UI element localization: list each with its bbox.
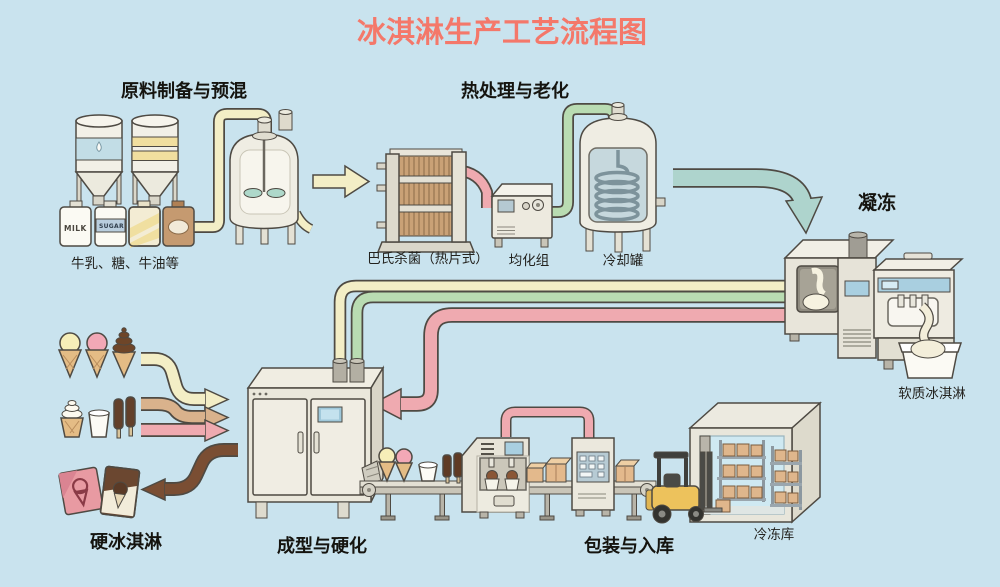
filling-machine: [461, 437, 530, 519]
brown-package: [99, 465, 141, 519]
pasteurizer: [376, 148, 476, 253]
forklift-seat: [663, 473, 681, 488]
cooling-coil: [594, 150, 640, 222]
mix-transfer-pipes: [333, 279, 795, 421]
forming-hardening-heading: 成型与硬化: [277, 535, 367, 557]
freezer-swirl: [811, 267, 826, 297]
homogenizer-screen: [497, 199, 515, 213]
arrow-to-freezing: [673, 168, 824, 235]
filling-machine-screen: [504, 441, 524, 456]
sugar-band: [131, 136, 179, 147]
cup-flow-arrow: [141, 418, 230, 443]
pasteurizer-plates: [398, 155, 453, 237]
storage-rack-right: [770, 446, 802, 510]
soft-serve-cup: [60, 400, 84, 438]
cabinet-door-right: [310, 398, 366, 496]
package-flow-arrow: [140, 443, 238, 502]
hard-ice-cream-caption: 硬冰淇淋: [90, 531, 162, 553]
cartoning-machine: [571, 437, 615, 517]
forklift-roof: [653, 451, 689, 459]
cooling-tank-caption: 冷却罐: [603, 253, 644, 269]
butter-bag: [128, 200, 161, 248]
milk-drop-icon: [96, 141, 102, 153]
soft-ice-cream: [910, 339, 946, 359]
carton-boxes: [525, 457, 641, 483]
storage-rack-left: [717, 440, 766, 502]
cocoa-bag: [162, 200, 195, 247]
cold-storage-caption: 冷冻库: [754, 527, 795, 543]
chocolate-swirl-cone: [112, 327, 136, 354]
homogenizer: [490, 183, 553, 248]
pasteurizer-caption: 巴氏杀菌（热片式）: [367, 251, 489, 267]
pink-package: [58, 466, 104, 516]
packaging-pipe: [500, 406, 595, 438]
door-handle: [297, 431, 304, 454]
freezer-screen: [844, 280, 870, 297]
product-cones: [57, 327, 137, 379]
product-cups-and-bars: [60, 396, 136, 439]
paper-cup: [88, 409, 110, 438]
pipe-socket: [332, 360, 348, 383]
soft-serve-tub: [897, 302, 963, 379]
sugar-bag-label: SUGAR: [99, 223, 124, 230]
milk-silo: [74, 114, 124, 206]
heat-treatment-heading: 热处理与老化: [461, 80, 569, 102]
cooling-tank: [579, 102, 666, 253]
forklift-fork: [703, 507, 723, 513]
mixing-tank: [229, 109, 299, 245]
ice-cream-bars: [113, 396, 136, 439]
ingredients-caption: 牛乳、糖、牛油等: [71, 255, 179, 272]
cabinet-door-left: [252, 398, 308, 496]
conveyor-products: [377, 447, 463, 484]
agitator-blade: [243, 188, 263, 198]
dispenser-nozzle: [897, 294, 905, 308]
sugar-silo: [130, 114, 180, 206]
continuous-freezer: [783, 231, 964, 379]
page-title: 冰淇淋生产工艺流程图: [357, 15, 647, 49]
soft-ice-cream-caption: 软质冰淇淋: [898, 386, 966, 402]
forklift: [645, 451, 723, 524]
packaging-heading: 包装与入库: [584, 535, 674, 557]
forklift-mast: [699, 451, 706, 511]
homogenizer-caption: 均化组: [509, 253, 550, 269]
arrow-premix-to-heat: [312, 164, 371, 199]
ingredient-bags: MILK SUGAR: [59, 200, 195, 248]
milk-bag-label: MILK: [64, 224, 88, 233]
premix-heading: 原料制备与预混: [121, 80, 247, 102]
product-packages: [58, 465, 141, 519]
freezing-heading: 凝冻: [858, 191, 896, 214]
milk-bag: [59, 206, 92, 247]
product-flow-arrows: [140, 352, 238, 502]
cone-flow-arrow: [141, 352, 230, 412]
